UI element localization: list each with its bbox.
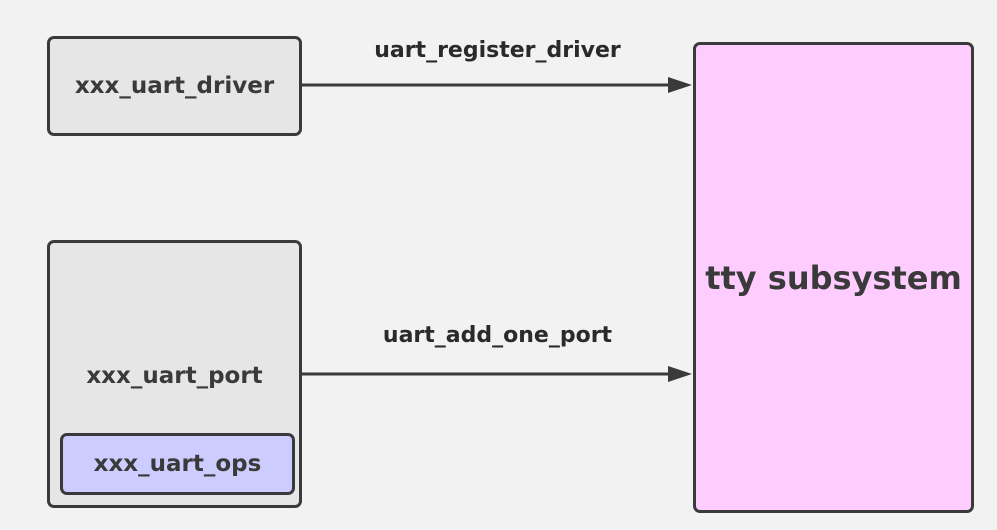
tty-subsystem-node: tty subsystem bbox=[693, 42, 974, 513]
uart-driver-label: xxx_uart_driver bbox=[74, 73, 275, 99]
uart-port-label: xxx_uart_port bbox=[86, 363, 263, 389]
uart-driver-node: xxx_uart_driver bbox=[47, 36, 302, 136]
tty-subsystem-label: tty subsystem bbox=[705, 258, 962, 297]
arrow-register-driver bbox=[302, 77, 692, 93]
uart-ops-label: xxx_uart_ops bbox=[93, 451, 262, 477]
uart-ops-node: xxx_uart_ops bbox=[60, 433, 295, 495]
arrow-add-one-port bbox=[302, 366, 692, 382]
edge-label-register-driver: uart_register_driver bbox=[374, 38, 621, 63]
edge-label-add-one-port: uart_add_one_port bbox=[382, 323, 613, 348]
uart-port-node: xxx_uart_port xxx_uart_ops bbox=[47, 240, 302, 508]
